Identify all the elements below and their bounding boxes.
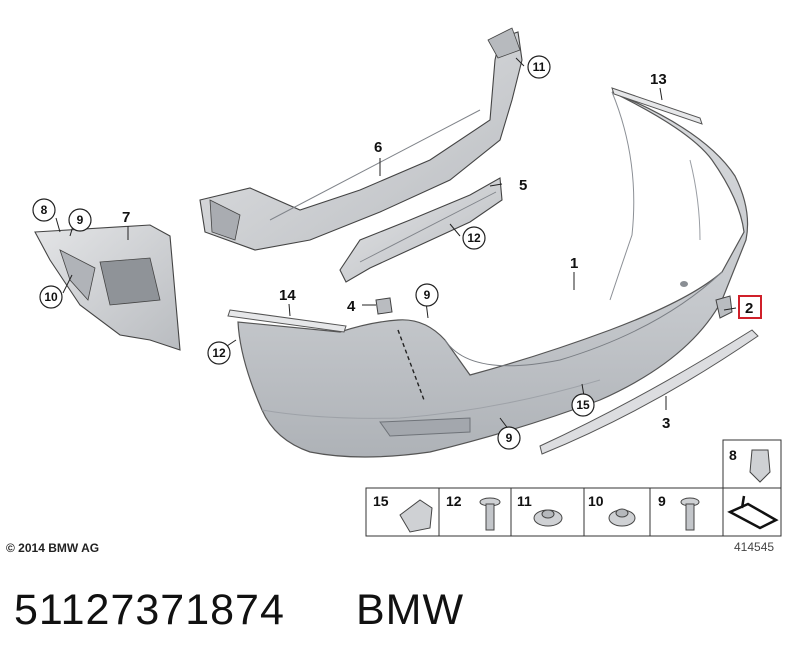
screw-9-icon [680, 497, 700, 531]
callout-5: 5 [519, 177, 527, 194]
callout-2: 2 [745, 300, 753, 317]
callout-2-box [738, 295, 762, 319]
callout-6: 6 [374, 139, 382, 156]
diagram-id: 414545 [734, 540, 775, 554]
hardware-table: 8 15 12 11 10 9 [365, 439, 782, 537]
rear-bumper-drawing [237, 91, 749, 458]
screw-12-icon [479, 497, 501, 531]
trim-13-drawing [611, 87, 703, 125]
callout-10: 10 [44, 290, 58, 304]
callout-8: 8 [41, 203, 48, 217]
bracket-2-drawing [715, 295, 733, 319]
callout-7: 7 [122, 209, 130, 226]
copyright-notice: © 2014 BMW AG [6, 541, 100, 555]
callout-14: 14 [279, 287, 296, 304]
hardware-cell-12 [438, 487, 512, 537]
bracket-7-drawing [34, 224, 181, 351]
hardware-cell-9-label: 9 [658, 493, 666, 509]
circled-callouts [32, 55, 595, 450]
strip-3-drawing [539, 329, 759, 455]
callout-15: 15 [576, 398, 590, 412]
hardware-cell-top-label: 8 [729, 447, 737, 463]
callout-3: 3 [662, 415, 670, 432]
hardware-cell-12-label: 12 [446, 493, 462, 509]
trim-14-drawing [227, 309, 347, 333]
carrier-5-drawing [339, 177, 503, 283]
hardware-cell-11-label: 11 [517, 493, 532, 509]
nut-11-icon [533, 509, 563, 527]
callout-9-center: 9 [424, 288, 431, 302]
brand-name: BMW [356, 586, 465, 634]
nut-10-icon [608, 508, 636, 527]
callout-12-upper: 12 [467, 231, 481, 245]
clip-15-icon [399, 499, 433, 533]
callout-11: 11 [533, 60, 546, 74]
callout-1: 1 [570, 255, 578, 272]
callout-4: 4 [347, 298, 356, 315]
hardware-cell-15-label: 15 [373, 493, 389, 509]
panel-arrow-icon [727, 495, 779, 530]
bracket-4-drawing [375, 297, 393, 315]
callout-13: 13 [650, 71, 667, 88]
carrier-6-drawing [199, 27, 523, 251]
hardware-cell-10-label: 10 [588, 493, 604, 509]
part-number: 51127371874 [14, 586, 285, 634]
callout-9-bottom: 9 [506, 431, 513, 445]
callout-12-lower: 12 [212, 346, 226, 360]
callout-9-left: 9 [77, 213, 84, 227]
clip-8-icon [749, 449, 771, 483]
